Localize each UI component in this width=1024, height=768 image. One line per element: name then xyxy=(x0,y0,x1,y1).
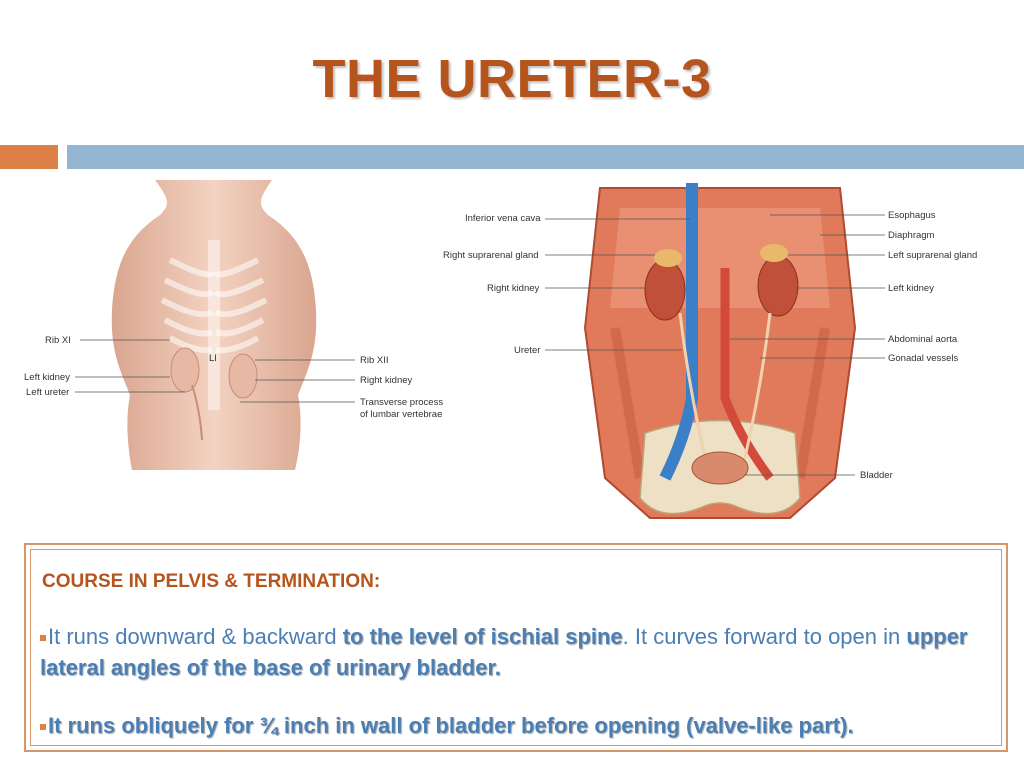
label-rib-xi: Rib XI xyxy=(45,335,71,346)
label-left-kidney-front: Left kidney xyxy=(888,283,934,294)
p1-text-d: upper lateral angles of the base of urin… xyxy=(40,624,968,680)
bladder-shape xyxy=(691,451,749,485)
label-aorta: Abdominal aorta xyxy=(888,334,958,345)
kidney-left xyxy=(757,255,799,317)
aorta xyxy=(720,268,774,481)
label-rib-xii: Rib XII xyxy=(360,355,389,366)
label-left-kidney: Left kidney xyxy=(24,372,70,383)
slide-title: THE URETER-3 xyxy=(312,49,712,109)
content-box: COURSE IN PELVIS & TERMINATION: It runs … xyxy=(24,543,1008,752)
p2-text: It runs obliquely for ¾ inch in wall of … xyxy=(48,713,854,738)
label-transverse-process: Transverse process xyxy=(360,397,443,408)
section-heading: COURSE IN PELVIS & TERMINATION: xyxy=(42,571,381,592)
label-bladder: Bladder xyxy=(860,470,893,481)
content-box-inner xyxy=(30,549,1002,746)
paragraph-termination: It runs obliquely for ¾ inch in wall of … xyxy=(40,710,1000,741)
kidney-right xyxy=(644,259,686,321)
label-left-ureter: Left ureter xyxy=(26,387,69,398)
label-diaphragm: Diaphragm xyxy=(888,230,935,241)
posterior-back-figure: Rib XI Left kidney Left ureter LI Rib XI… xyxy=(24,180,443,470)
label-right-kidney: Right kidney xyxy=(360,375,413,386)
bullet-icon xyxy=(40,635,46,642)
label-gonadal: Gonadal vessels xyxy=(888,353,958,364)
bullet-icon xyxy=(40,724,46,731)
accent-bar xyxy=(0,145,58,169)
anterior-abdomen-figure: Inferior vena cava Right suprarenal glan… xyxy=(443,183,977,519)
label-esophagus: Esophagus xyxy=(888,210,936,221)
paragraph-course: It runs downward & backward to the level… xyxy=(40,621,980,683)
p1-text-a: It runs downward & backward xyxy=(48,624,343,649)
header-bar xyxy=(67,145,1024,169)
torso-silhouette xyxy=(111,180,317,470)
label-right-suprarenal: Right suprarenal gland xyxy=(443,250,539,261)
label-right-kidney-front: Right kidney xyxy=(487,283,540,294)
label-lumbar-vertebrae: of lumbar vertebrae xyxy=(360,409,442,420)
label-li: LI xyxy=(209,353,217,364)
p1-text-c: . It curves forward to open in xyxy=(622,624,907,649)
label-left-suprarenal: Left suprarenal gland xyxy=(888,250,977,261)
p1-text-b: to the level of ischial spine xyxy=(342,624,623,649)
label-ureter: Ureter xyxy=(514,345,540,356)
label-ivc: Inferior vena cava xyxy=(465,213,541,224)
